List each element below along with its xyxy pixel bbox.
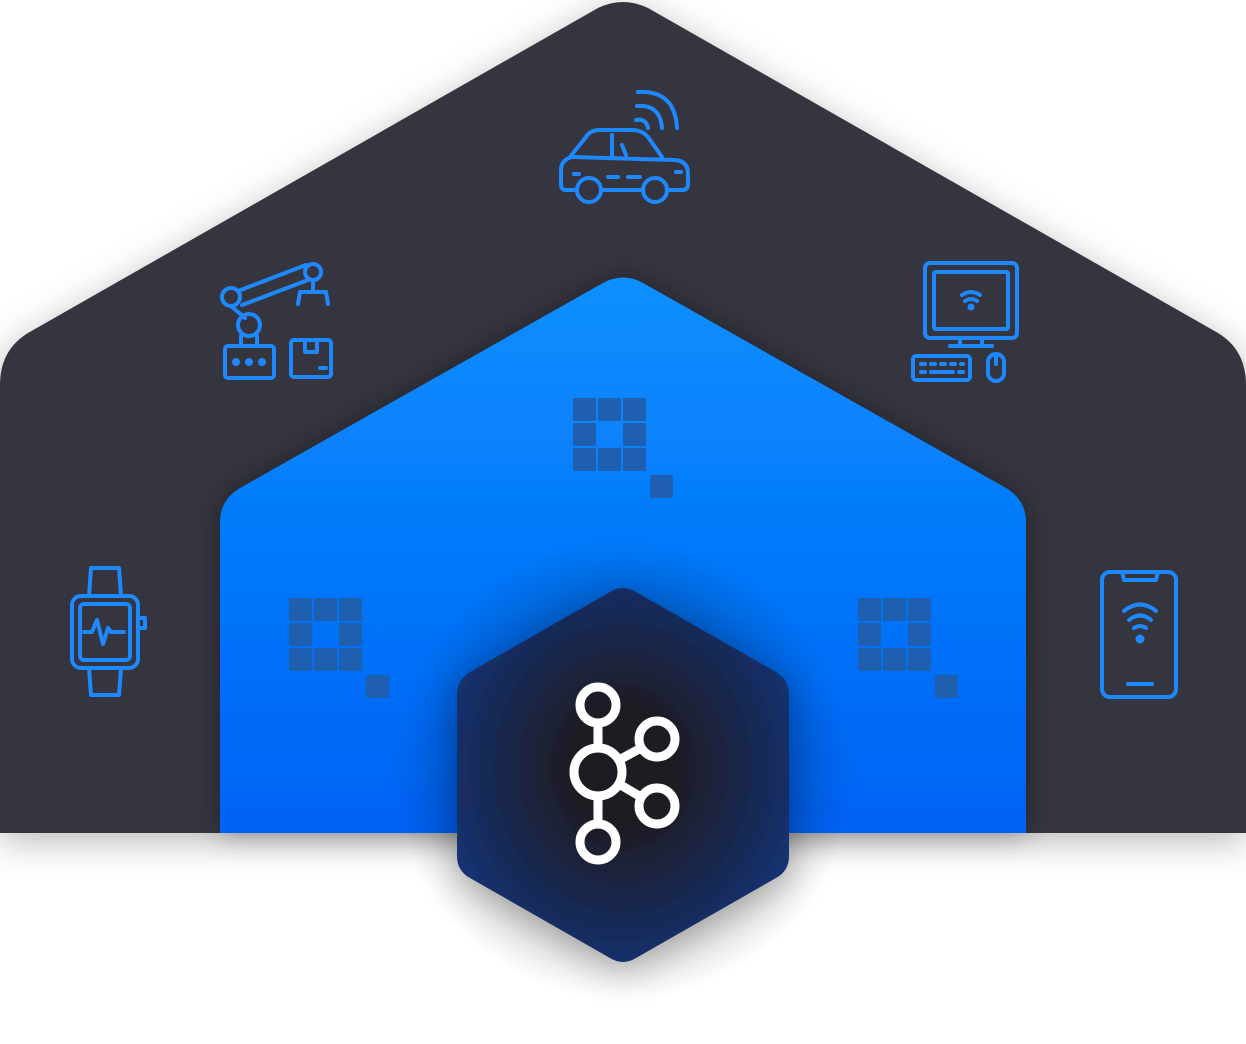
grid-logo-icon (289, 598, 389, 698)
connected-car-icon (559, 89, 690, 204)
grid-logo-icon (858, 598, 958, 698)
desktop-computer-icon (911, 261, 1019, 383)
smartwatch-icon (70, 566, 147, 697)
kafka-logo-icon (569, 682, 680, 865)
smartphone-icon (1100, 570, 1178, 699)
grid-logo-icon (573, 398, 673, 498)
robot-arm-icon (220, 262, 333, 380)
